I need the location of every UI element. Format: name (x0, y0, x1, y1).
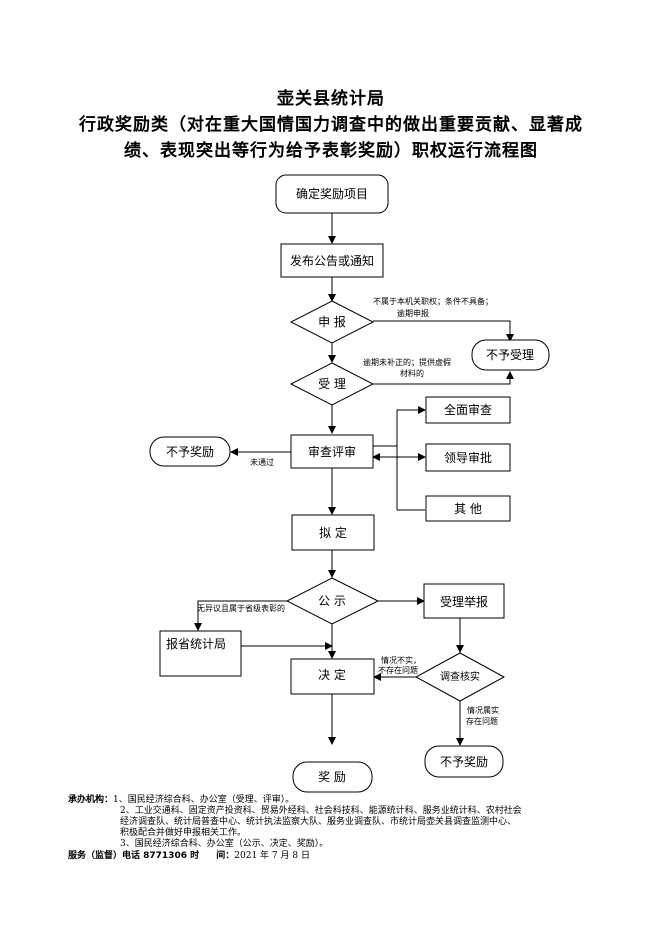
footer-line-3: 3、国民经济综合科、办公室（公示、决定、奖励）。 (120, 839, 329, 849)
edge-publicize-province (194, 600, 290, 631)
footer-line-2a: 2、工业交通科、固定资产投资科、贸易外经科、社会科技科、能源统计科、服务业统计科… (120, 806, 522, 816)
footer-label-org: 承办机构： (68, 795, 114, 805)
edge-apply-reject (373, 320, 514, 342)
note-overdue-2: 材料的 (400, 368, 424, 378)
node-accept (289, 362, 375, 406)
label-draft: 拟 定 (319, 525, 347, 540)
title-line-2: 绩、表现突出等行为给予表彰奖励）职权运行流程图 (124, 141, 538, 161)
node-draft (291, 514, 375, 551)
label-confirm-item: 确定奖励项目 (296, 186, 368, 201)
node-review (290, 434, 374, 469)
title-line-1: 行政奖励类（对在重大国情国力调查中的做出重要贡献、显著成 (79, 115, 583, 135)
label-accept: 受 理 (318, 377, 346, 391)
footer-date: 2021 年 7 月 8 日 (234, 851, 310, 861)
footer-label-time: 间： (216, 851, 235, 861)
footer-org: 承办机构：1、国民经济综合科、办公室（受理、评审）。 2、工业交通科、固定资产投… (68, 795, 588, 850)
label-reward: 奖 励 (318, 770, 346, 784)
node-investigate (414, 652, 506, 702)
note-overdue-1: 逾期未补正的；提供虚假 (363, 357, 451, 367)
node-report-province (159, 630, 242, 677)
label-report-province: 报省统计局 (166, 636, 226, 651)
label-no-reward-left: 不予奖励 (166, 445, 214, 459)
node-publicize (285, 577, 380, 625)
edge-accept-reject (373, 371, 514, 385)
note-true-2: 存在问题 (466, 716, 498, 726)
node-reject-accept (471, 339, 550, 371)
label-reject-accept: 不予受理 (486, 348, 534, 362)
node-confirm-item (275, 174, 389, 214)
label-decide: 决 定 (318, 667, 346, 682)
node-leader-approve (425, 443, 511, 472)
edge-review-full (373, 406, 426, 447)
footer-line-1: 1、国民经济综合科、办公室（受理、评审）。 (113, 795, 295, 805)
label-no-reward-right: 不予奖励 (440, 755, 488, 769)
footer-line-2b: 经济调查队、统计局普查中心、统计执法监察大队、服务业调查队、市统计局壶关县调查监… (120, 817, 517, 827)
node-no-reward-left (149, 436, 231, 467)
label-other: 其 他 (454, 502, 482, 516)
node-no-reward-right (424, 745, 504, 778)
node-other (425, 495, 511, 522)
org-name: 壶关县统计局 (277, 89, 385, 109)
node-publish-notice (280, 243, 384, 278)
label-review: 审查评审 (308, 444, 356, 459)
footer-line-2c: 积极配合并做好申报相关工作。 (120, 828, 247, 838)
footer-service: 服务（监督）电话 8771306 时 间：2021 年 7 月 8 日 (68, 851, 588, 862)
node-full-review (425, 396, 511, 424)
label-full-review: 全面审查 (444, 402, 492, 417)
label-publish-notice: 发布公告或通知 (290, 253, 374, 268)
label-accept-report: 受理举报 (440, 594, 488, 609)
node-apply (289, 300, 375, 344)
label-apply: 申 报 (318, 314, 346, 329)
note-not-authority-2: 逾期申报 (397, 308, 429, 318)
note-not-authority-1: 不属于本机关职权；条件不具备； (373, 296, 493, 306)
note-untrue-2: 不存在问题 (378, 665, 418, 675)
note-no-objection: 无异议且属于省级表彰的 (197, 603, 285, 613)
node-reward (292, 761, 373, 793)
node-decide (290, 658, 375, 695)
label-leader-approve: 领导审批 (444, 450, 492, 465)
label-publicize: 公 示 (318, 594, 346, 608)
footer-label-service: 服务（监督）电话 8771306 时 (68, 851, 200, 861)
label-investigate: 调查核实 (440, 670, 480, 683)
note-true-1: 情况属实 (467, 705, 499, 715)
note-not-passed: 未通过 (250, 457, 274, 467)
note-untrue-1: 情况不实， (381, 655, 421, 665)
node-accept-report (423, 583, 505, 619)
